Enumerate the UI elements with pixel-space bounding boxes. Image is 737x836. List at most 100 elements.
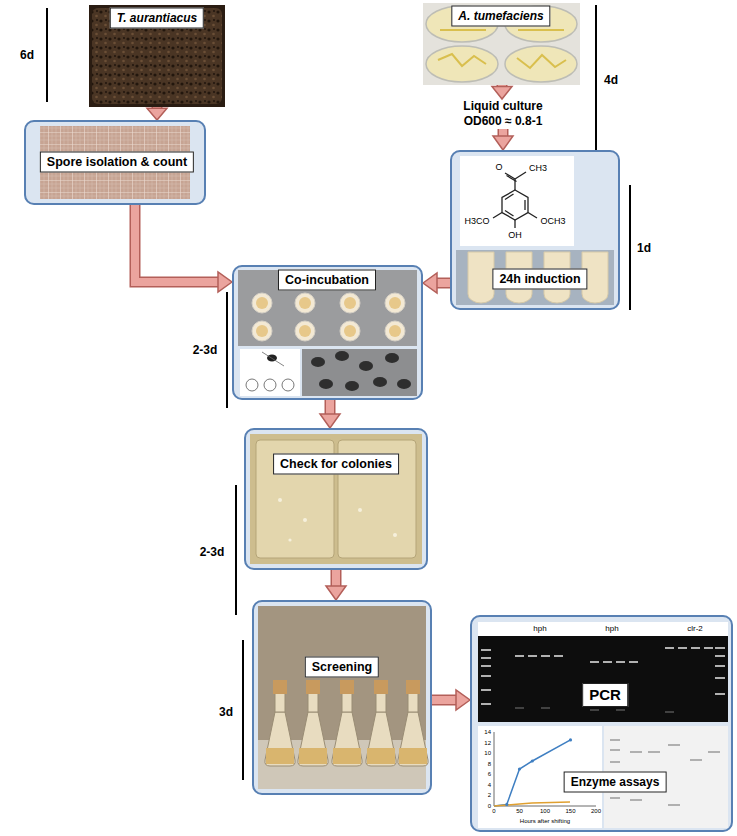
flasks-photo-part-part: [398, 712, 428, 766]
coincubation-photo-part: [302, 349, 417, 396]
flasks-photo-part-part: [306, 680, 320, 694]
process-label: 24h induction: [492, 269, 587, 290]
process-label: Spore isolation & count: [40, 152, 194, 173]
coincubation-photo-part-part: [252, 321, 272, 341]
results-panel-images-part: [515, 708, 674, 712]
culture-photo: A. tumefaciens: [423, 3, 580, 85]
flasks-photo-part-part: [265, 712, 295, 766]
results-panel-images-part-part: [505, 803, 508, 806]
results-panel-images-part: [478, 636, 728, 722]
results-box: PCREnzyme assays: [470, 615, 733, 832]
induction-photo-part: [450, 150, 620, 310]
arrow-head: [218, 272, 232, 292]
atom-label: CH3: [529, 164, 547, 173]
axis-tick: 12: [484, 740, 491, 746]
acetosyringone-structure-part: [528, 213, 537, 219]
results-panel-images-part-part: [515, 708, 674, 712]
flasks-photo-part: [258, 606, 426, 789]
process-label: Screening: [305, 657, 379, 678]
results-panel-images-part: [470, 615, 733, 832]
coincubation-photo-part-part: [340, 293, 360, 313]
axis-tick: 150: [565, 808, 575, 814]
duration-label: 4d: [604, 74, 618, 86]
results-panel-images-part: [481, 648, 725, 704]
arrow-shaft: [332, 570, 340, 586]
flasks-photo: [252, 600, 432, 795]
colony-plates-photo-part-part: [278, 498, 282, 502]
arrow-shaft: [432, 696, 456, 704]
flasks-photo-part-part: [273, 680, 287, 694]
acetosyringone-structure-part: [524, 200, 525, 210]
coincubation-photo-part: [264, 379, 276, 391]
results-panel-images-part-part: [569, 738, 572, 741]
fungus-plate-photo: [89, 5, 225, 107]
axis-tick: 200: [591, 808, 601, 814]
coincubation-photo-part: [311, 351, 411, 391]
process-box: Spore isolation & count: [24, 120, 206, 205]
coincubation-photo-part: [246, 379, 258, 391]
spore-counting-photo: [24, 120, 206, 205]
process-box: Screening: [252, 600, 432, 795]
axis-title: Hours after shifting: [520, 818, 570, 824]
duration-label: 2-3d: [200, 546, 225, 558]
acetosyringone-structure-part: [505, 194, 514, 200]
coincubation-photo-part: [282, 379, 294, 391]
flasks-photo-part-part: [367, 748, 395, 764]
results-panel-images-part-part: [715, 648, 725, 694]
flow-arrow: [320, 400, 340, 428]
results-panel-images-part-part: [531, 759, 534, 762]
flasks-photo-part: [265, 690, 428, 766]
colony-plates-photo-part: [278, 498, 397, 542]
arrow-shaft-outline: [331, 570, 342, 586]
acetosyringone-structure: [493, 172, 537, 228]
coincubation-photo-part-part: [335, 351, 349, 361]
colony-plates-photo-part-part: [358, 508, 362, 512]
arrow-head: [320, 414, 340, 428]
axis-tick: 14: [484, 729, 491, 735]
induction-photo: [450, 150, 620, 310]
time-bracket-part: [226, 292, 228, 408]
coincubation-photo-part: [252, 293, 405, 341]
coincubation-photo-part-part: [252, 293, 272, 313]
axis-tick: 4: [488, 782, 491, 788]
atom-label: OCH3: [540, 217, 565, 226]
flow-arrow: [432, 690, 470, 710]
arrow-head: [147, 108, 167, 120]
coincubation-photo-part-part: [295, 321, 315, 341]
results-panel-images-part: [494, 802, 570, 806]
results-panel-images-part: [505, 738, 572, 806]
bacteria-plates-photo-part: [426, 46, 498, 82]
atom-label: O: [495, 163, 502, 172]
flasks-photo-part-part: [333, 748, 361, 764]
coincubation-photo-part-part: [311, 357, 325, 367]
coincubation-photo-part-part: [359, 361, 373, 371]
results-panel-images-part: [494, 740, 571, 806]
colony-plates-photo-part: [244, 428, 428, 570]
time-bracket-part: [46, 8, 48, 102]
arrow-shaft: [437, 279, 450, 287]
duration-label: 6d: [20, 49, 34, 61]
species-label: A. tumefaciens: [451, 6, 550, 27]
axis-tick: 2: [488, 792, 491, 798]
flasks-photo-part-part: [399, 748, 427, 764]
flasks-photo-part-part: [332, 712, 362, 766]
flow-arrow: [423, 273, 450, 293]
duration-label: 1d: [637, 242, 651, 254]
arrow-shaft: [326, 400, 334, 414]
coincubation-photo-part-part: [256, 297, 268, 309]
arrow-shaft-outline: [432, 695, 456, 706]
process-label: Co-incubation: [278, 270, 376, 291]
axis-tick: 6: [488, 771, 491, 777]
axis-tick: 100: [540, 808, 550, 814]
time-bracket-part: [242, 640, 244, 780]
fungus-plate-photo-part: [92, 8, 222, 104]
coincubation-photo-part-part: [385, 293, 405, 313]
coincubation-photo-part-part: [295, 293, 315, 313]
duration-label: 2-3d: [193, 344, 218, 356]
coincubation-photo-part-part: [397, 379, 411, 389]
axis-tick: 0: [488, 803, 491, 809]
process-text: Liquid culture OD600 ≈ 0.8-1: [453, 99, 553, 129]
bacteria-plates-photo-part: [423, 3, 580, 85]
